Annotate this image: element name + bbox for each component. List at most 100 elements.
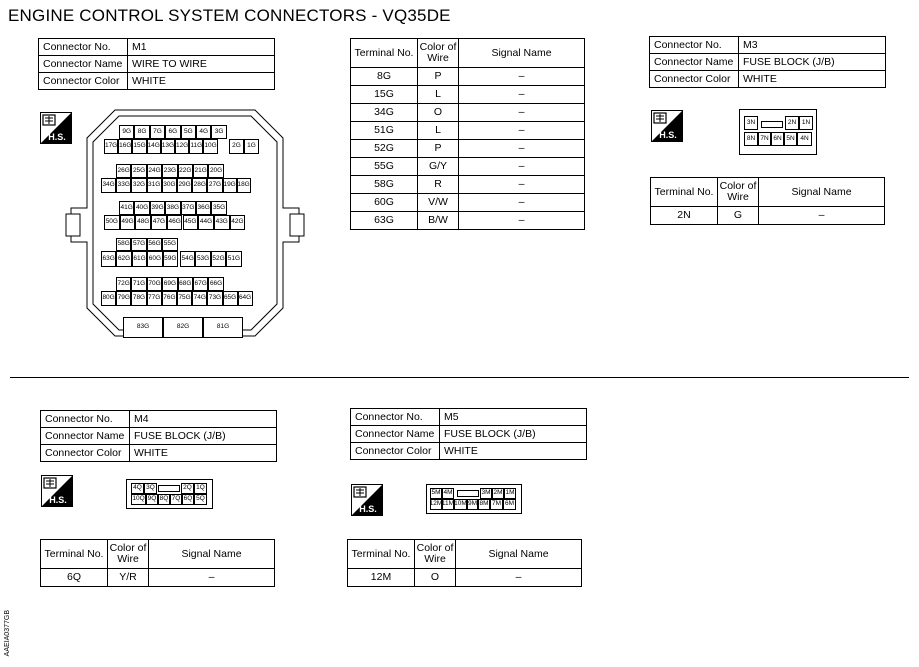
connector-pin: 40G [134,201,150,215]
label-connector-no: Connector No. [38,38,128,56]
connector-pin: 52G [210,251,227,267]
connector-pin: 4G [196,125,212,139]
signal-name-cell: – [148,568,275,587]
connector-pin: 54G [180,251,196,267]
connector-pin: 48G [135,215,152,230]
m5-terminal-table: Terminal No. Color of Wire Signal Name 1… [347,539,582,587]
terminal-no-cell: 15G [350,85,418,104]
connector-pin: 71G [131,277,147,291]
connector-pin: 9Q [146,494,158,505]
connector-pin: 14G [146,139,161,154]
wire-color-cell: L [417,85,459,104]
connector-pin: 29G [177,178,193,193]
connector-key-slot [158,485,180,492]
m3-terminal-table: Terminal No. Color of Wire Signal Name 2… [650,177,885,225]
connector-pin: 5N [784,132,797,146]
signal-name-cell: – [458,67,585,86]
connector-pin: 1N [799,116,813,130]
connector-pin: 53G [195,251,211,267]
connector-pin: 60G [147,251,163,267]
connector-pin: 2N [785,116,799,130]
header-terminal-no: Terminal No. [40,539,108,569]
terminal-no-cell: 34G [350,103,418,122]
label-connector-no: Connector No. [649,36,739,54]
connector-pin: 34G [101,178,117,193]
connector-pin: 45G [182,215,199,230]
connector-pin: 42G [229,215,246,230]
connector-pin: 75G [177,291,193,306]
hs-label: H.S. [659,130,677,140]
connector-pin: 6N [771,132,784,146]
connector-pin: 47G [151,215,167,230]
wire-color-cell: P [417,139,459,158]
terminal-no-cell: 8G [350,67,418,86]
wire-color-cell: G [717,206,759,225]
connector-pin: 8N [744,132,758,146]
connector-pin: 7M [490,499,503,510]
connector-pin: 26G [116,164,132,178]
connector-pin: 78G [131,291,147,306]
header-terminal-no: Terminal No. [650,177,718,207]
hs-label: H.S. [359,504,377,514]
connector-pin: 59G [162,251,178,267]
wire-color-cell: P [417,67,459,86]
connector-pin: 23G [162,164,178,178]
harness-side-icon: H.S. [40,112,72,144]
connector-pin: 17G [104,139,119,154]
connector-pin: 30G [161,178,177,193]
connector-pin: 1G [244,139,259,154]
connector-pin: 39G [149,201,166,215]
document-code: AAEIA0377GB [4,610,11,657]
wire-color-cell: G/Y [417,157,459,176]
connector-pin: 16G [118,139,133,154]
header-color-of-wire: Color of Wire [717,177,759,207]
header-color-of-wire: Color of Wire [417,38,459,68]
connector-pin: 82G [163,317,203,338]
page-title: ENGINE CONTROL SYSTEM CONNECTORS - VQ35D… [8,6,451,25]
m5-connector-name: FUSE BLOCK (J/B) [439,425,587,443]
connector-pin: 80G [101,291,117,306]
label-connector-no: Connector No. [40,410,130,428]
connector-pin: 65G [222,291,238,306]
connector-pin: 62G [116,251,132,267]
terminal-no-cell: 2N [650,206,718,225]
connector-pin: 38G [165,201,181,215]
section-divider [10,377,909,378]
connector-pin: 69G [162,277,178,291]
header-terminal-no: Terminal No. [347,539,415,569]
connector-pin: 6Q [182,494,194,505]
connector-pin: 18G [236,178,251,193]
connector-key-slot [457,490,479,497]
wire-color-cell: Y/R [107,568,149,587]
connector-pin: 36G [196,201,212,215]
connector-pin: 20G [208,164,224,178]
connector-pin: 8G [134,125,150,139]
terminal-no-cell: 58G [350,175,418,194]
wire-color-cell: R [417,175,459,194]
m5-connector-color: WHITE [439,442,587,460]
connector-pin: 15G [132,139,147,154]
connector-pin: 11M [442,499,454,510]
terminal-no-cell: 51G [350,121,418,140]
connector-pin: 76G [161,291,177,306]
connector-pin: 66G [208,277,224,291]
connector-pin: 72G [116,277,132,291]
header-signal-name: Signal Name [455,539,582,569]
terminal-no-cell: 6Q [40,568,108,587]
terminal-no-cell: 60G [350,193,418,212]
m4-connector-no: M4 [129,410,277,428]
header-signal-name: Signal Name [758,177,885,207]
wire-color-cell: V/W [417,193,459,212]
connector-pin: 64G [237,291,253,306]
connector-pin: 10G [203,139,218,154]
connector-pin: 31G [146,178,162,193]
connector-pin: 57G [131,238,147,251]
